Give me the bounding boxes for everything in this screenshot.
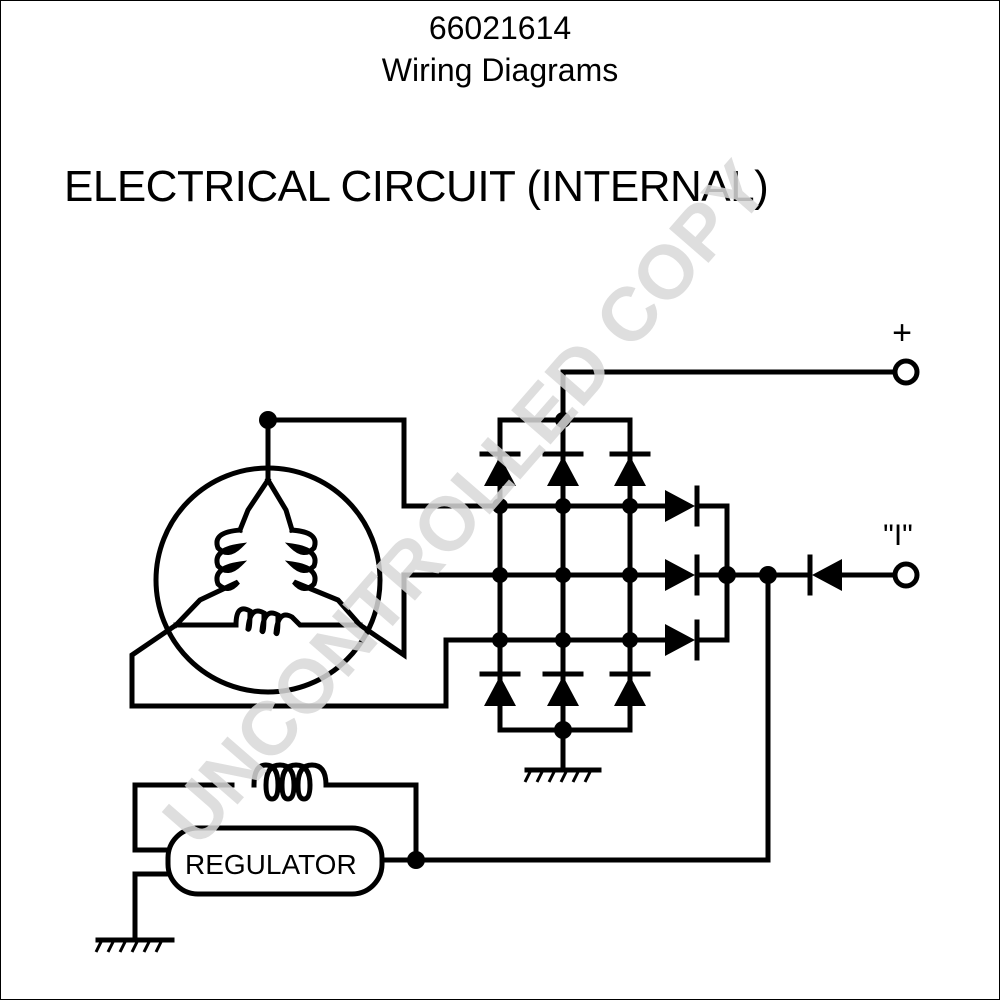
exciter-diodes: [665, 485, 811, 661]
diode-upper-2: [542, 451, 584, 486]
regulator-ground-icon: [94, 871, 175, 953]
diode-lower-1: [479, 671, 521, 706]
rectifier-bridge: [479, 369, 898, 739]
diode-lower-3: [609, 671, 651, 706]
field-coil: [132, 762, 425, 869]
diode-exciter-3: [665, 619, 700, 661]
diode-exciter-2: [665, 554, 700, 596]
diode-indicator: [807, 554, 898, 596]
regulator-label: REGULATOR: [185, 849, 357, 880]
diode-lower-2: [542, 671, 584, 706]
indicator-terminal: [892, 561, 920, 589]
diode-upper-1: [479, 451, 521, 486]
star-junction: [259, 411, 277, 429]
bridge-ground-icon: [523, 727, 602, 783]
diode-upper-3: [609, 451, 651, 486]
page-subtitle: Wiring Diagrams: [381, 52, 619, 88]
positive-terminal: [892, 358, 920, 386]
diode-exciter-1: [665, 485, 700, 527]
indicator-terminal-label: "I": [883, 519, 913, 552]
section-title: ELECTRICAL CIRCUIT (INTERNAL): [64, 162, 769, 211]
part-number: 66021614: [428, 10, 572, 46]
positive-terminal-label: +: [892, 314, 912, 352]
stator-windings: [172, 417, 364, 637]
stator-connections: [129, 411, 503, 709]
